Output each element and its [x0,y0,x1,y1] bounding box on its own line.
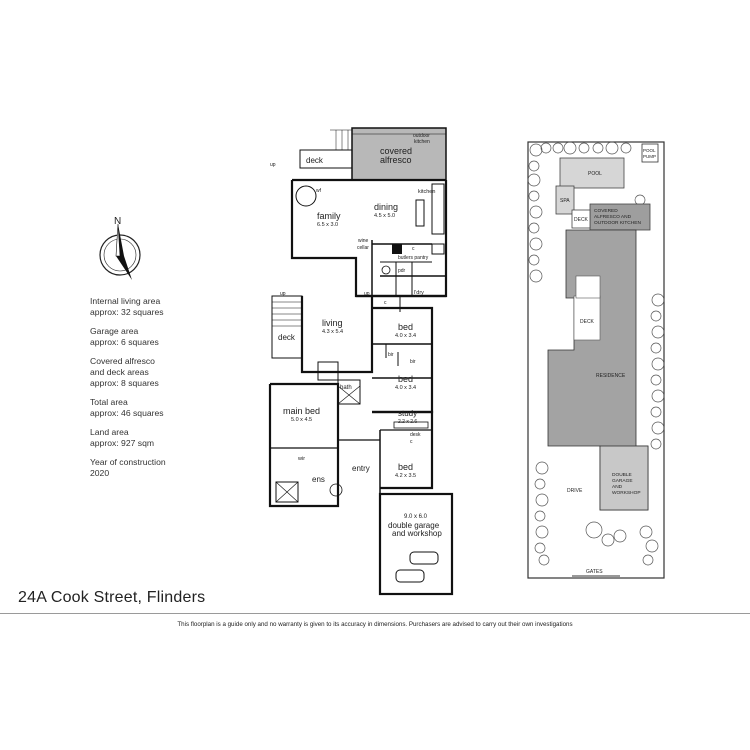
site-deck-mid-label: DECK [580,319,595,325]
entry-label: entry [352,464,370,473]
land-value: approx: 927 sqm [90,438,155,448]
site-deck-top-label: DECK [574,217,589,223]
kitchen-label: kitchen [418,189,435,195]
pool-area [559,157,625,189]
top-up-label: up [270,162,276,168]
pool-pump-label-2: PUMP [643,154,656,159]
living-label: living [322,318,343,328]
alfresco-title-2: and deck areas [90,367,149,377]
ens-label: ens [312,475,325,484]
bath-label: bath [340,385,352,391]
site-covered-label-2: ALFRESCO AND [594,214,632,220]
bed-2-dim: 4.0 x 3.4 [395,385,416,391]
left-deck [271,295,303,359]
covered-alfresco-label-2: alfresco [380,155,412,165]
main-bed-dim: 5.0 x 4.5 [291,417,312,423]
total-title: Total area [90,397,128,407]
property-address: 24A Cook Street, Flinders [18,589,206,606]
garage-area [378,492,454,596]
family-label: family [317,211,341,221]
outdoor-kitchen-label-2: kitchen [414,139,430,145]
bed-1-label: bed [398,322,413,332]
site-garage-label-4: WORKSHOP [612,490,641,496]
gates-label: GATES [586,569,603,575]
site-covered-label-3: OUTDOOR KITCHEN [594,220,641,226]
site-boundary [527,141,665,579]
top-deck [299,149,353,169]
cupboard-label-3: c [410,439,413,445]
year-title: Year of construction [90,457,166,467]
site-garage-label-3: AND [612,484,623,490]
garage-label-1: double garage [388,521,440,530]
bir-label-1: bir [388,352,394,358]
pool-label: POOL [588,171,602,177]
residence-label: RESIDENCE [596,373,626,379]
garage-title: Garage area [90,326,139,336]
site-covered-label-1: COVERED [594,208,618,214]
wir-label: wir [297,456,305,462]
total-value: approx: 46 squares [90,408,164,418]
drive-label: DRIVE [567,488,583,494]
cupboard-label-2: c [384,300,387,306]
site-garage-label-2: GARAGE [612,478,633,484]
divider-line [0,613,750,614]
bed-3-label: bed [398,462,413,472]
spa-label: SPA [560,198,570,204]
wine-cellar-label-2: cellar [357,245,369,251]
alfresco-value: approx: 8 squares [90,378,159,388]
study-dim: 2.2 x 2.6 [398,419,417,425]
study-label: study [398,409,417,418]
left-deck-label: deck [278,333,296,342]
wf-label: wf [316,188,322,194]
land-title: Land area [90,427,129,437]
bed-1-dim: 4.0 x 3.4 [395,333,416,339]
internal-living-title: Internal living area [90,296,161,306]
cupboard-label-1: c [412,246,415,252]
disclaimer-text: This floorplan is a guide only and no wa… [177,621,573,628]
wine-cellar-label-1: wine [358,238,369,244]
year-value: 2020 [90,468,110,478]
desk-label: desk [410,432,421,438]
left-up-label: up [280,291,286,297]
dining-dim: 4.5 x 5.0 [374,213,395,219]
garage-value: approx: 6 squares [90,337,159,347]
covered-alfresco-label-1: covered [380,146,412,156]
outdoor-kitchen-label-1: outdoor [413,133,430,139]
bir-label-2: bir [410,359,416,365]
bed-3-dim: 4.2 x 3.5 [395,473,416,479]
dining-label: dining [374,202,398,212]
garage-label-2: and workshop [392,529,442,538]
main-bed-label: main bed [283,406,320,416]
pdr-label: pdr [398,268,406,274]
butlers-pantry-label: butlers pantry [398,255,429,261]
compass-needle-icon [116,224,132,280]
family-dim: 6.5 x 3.0 [317,222,338,228]
site-garage-label-1: DOUBLE [612,472,632,478]
bed-2-label: bed [398,374,413,384]
living-dim: 4.3 x 5.4 [322,329,343,335]
compass-north-label: N [114,216,121,227]
mid-up-label: up [364,291,370,297]
garage-dim: 9.0 x 6.0 [404,514,428,520]
pool-pump-box [641,143,659,163]
pool-pump-label-1: POOL [643,148,656,153]
ldry-label: l'dry [414,290,424,296]
internal-living-value: approx: 32 squares [90,307,164,317]
top-deck-label: deck [306,156,324,165]
north-compass: N [99,216,141,280]
alfresco-title-1: Covered alfresco [90,356,155,366]
